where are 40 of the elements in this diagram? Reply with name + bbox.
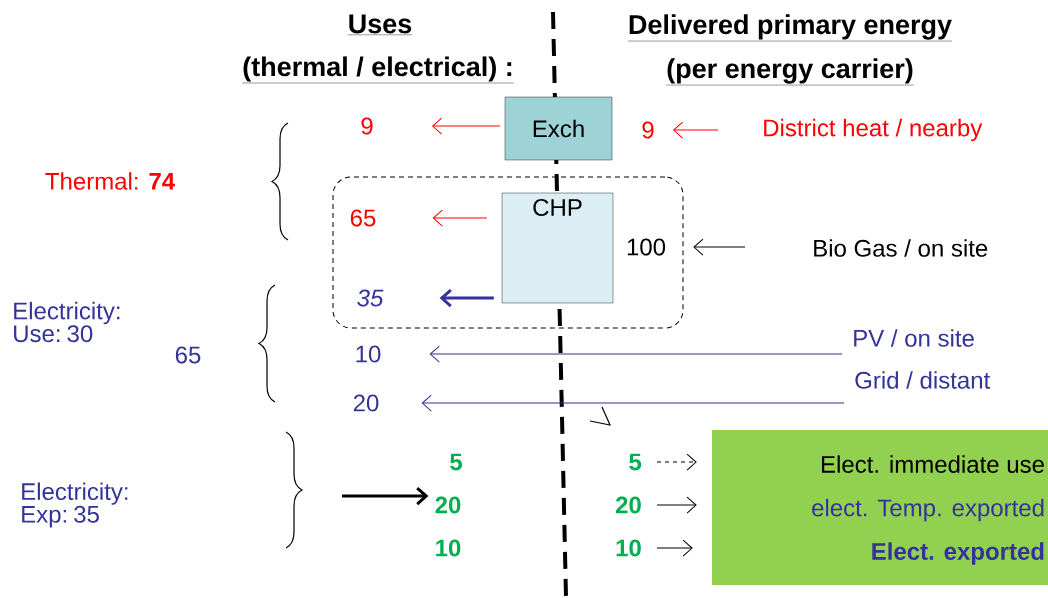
arrow [432,209,488,227]
number-label: 20 [435,496,461,514]
dashed-group-outline [332,176,684,329]
arrow [429,345,843,363]
number-label: 100 [627,238,666,256]
number-label: 10 [616,539,641,557]
number-label: 10 [436,539,461,557]
column-heading: Uses [347,14,413,36]
process-box: CHP [501,192,614,304]
group-label: Electricity: Use: 30 [14,301,120,343]
arrow [342,486,429,506]
column-heading: (per energy carrier) [666,58,915,86]
source-label: District heat / nearby [764,118,983,142]
number-label: 20 [353,394,379,412]
process-box: Exch [504,96,613,161]
arrow [421,394,845,412]
number-label: 20 [615,496,641,514]
number-label: 5 [629,453,642,471]
source-label: PV / on site [854,329,974,347]
number-label: 9 [642,121,654,139]
number-label: 65 [350,209,376,227]
output-box: Elect. immediate use elect. Temp. exported Elect. exported [712,430,1048,585]
number-label: 35 [357,289,384,307]
group-label: Electricity: Exp: 35 [22,482,128,528]
group-label: Thermal: 74 [45,172,175,190]
number-label: 10 [356,345,381,363]
number-label: 9 [361,117,373,135]
source-label: Bio Gas / on site [814,239,988,257]
source-label: Grid / distant [855,371,991,389]
column-heading: Delivered primary energy [627,14,953,42]
column-heading: (thermal / electrical) : [242,56,514,84]
arrow [432,117,501,135]
arrow [439,288,494,308]
arrow [656,496,697,514]
arrow [673,121,719,139]
arrow [656,539,693,557]
number-label: 5 [450,453,462,471]
arrow [656,453,697,471]
group-label: 65 [175,346,201,364]
arrow [693,238,746,256]
